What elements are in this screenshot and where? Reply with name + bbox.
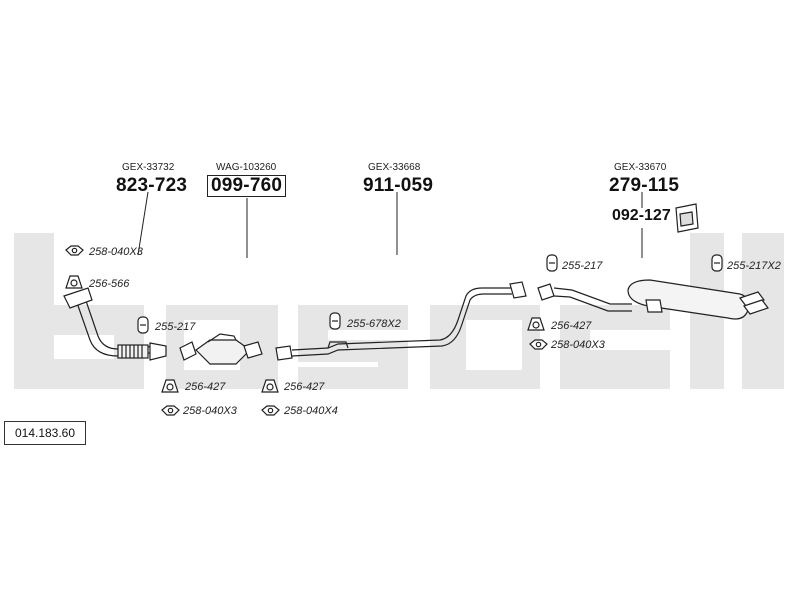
part-gasket-cat-out[interactable]: 256-427 <box>284 381 325 393</box>
assembly-ref-catalyst: WAG-103260 <box>216 162 277 173</box>
part-gasket-front[interactable]: 256-566 <box>89 278 130 290</box>
gasket-icon <box>261 379 279 393</box>
nut-icon <box>65 245 84 256</box>
assembly-code-front[interactable]: 823-723 <box>116 175 188 196</box>
part-clamp-front[interactable]: 255-217 <box>155 321 196 333</box>
clamp-icon <box>137 316 149 334</box>
clamp-icon <box>546 254 558 272</box>
part-clamp-rear[interactable]: 255-217 <box>562 260 603 272</box>
front-pipe <box>63 287 167 361</box>
nut-icon <box>529 339 548 350</box>
catalytic-converter <box>179 333 263 365</box>
diagram-id-label: 014.183.60 <box>4 421 86 445</box>
clamp-icon <box>329 312 341 330</box>
middle-pipe <box>275 281 527 361</box>
watermark-counter <box>466 320 522 370</box>
leader-lines <box>137 191 643 258</box>
gasket-icon <box>527 317 545 331</box>
leader-line <box>137 191 149 256</box>
assembly-code-catalyst[interactable]: 099-760 <box>207 175 287 197</box>
gasket-icon <box>161 379 179 393</box>
clamp-icon <box>711 254 723 272</box>
part-nut-cat-out[interactable]: 258-040X4 <box>284 405 338 417</box>
part-clamp-tail[interactable]: 255-217X2 <box>727 260 781 272</box>
part-gasket-cat-in[interactable]: 256-427 <box>185 381 226 393</box>
assembly-code-middle[interactable]: 911-059 <box>363 175 434 196</box>
assembly-ref-front: GEX-33732 <box>122 162 175 173</box>
part-clamp-mid[interactable]: 255-678X2 <box>347 318 401 330</box>
assembly-ref-middle: GEX-33668 <box>368 162 421 173</box>
part-nut-rear[interactable]: 258-040X3 <box>551 339 605 351</box>
assembly-code-rear[interactable]: 279-115 <box>609 175 680 196</box>
hardware-symbols <box>65 245 723 416</box>
mount-code[interactable]: 092-127 <box>612 207 671 224</box>
part-nut-front[interactable]: 258-040X3 <box>89 246 143 258</box>
gasket-icon <box>65 275 83 289</box>
assembly-ref-rear: GEX-33670 <box>614 162 667 173</box>
part-nut-cat-in[interactable]: 258-040X3 <box>183 405 237 417</box>
nut-icon <box>161 405 180 416</box>
rubber-mount-icon <box>675 203 699 233</box>
rear-silencer <box>537 279 769 320</box>
part-gasket-rear[interactable]: 256-427 <box>551 320 592 332</box>
nut-icon <box>261 405 280 416</box>
